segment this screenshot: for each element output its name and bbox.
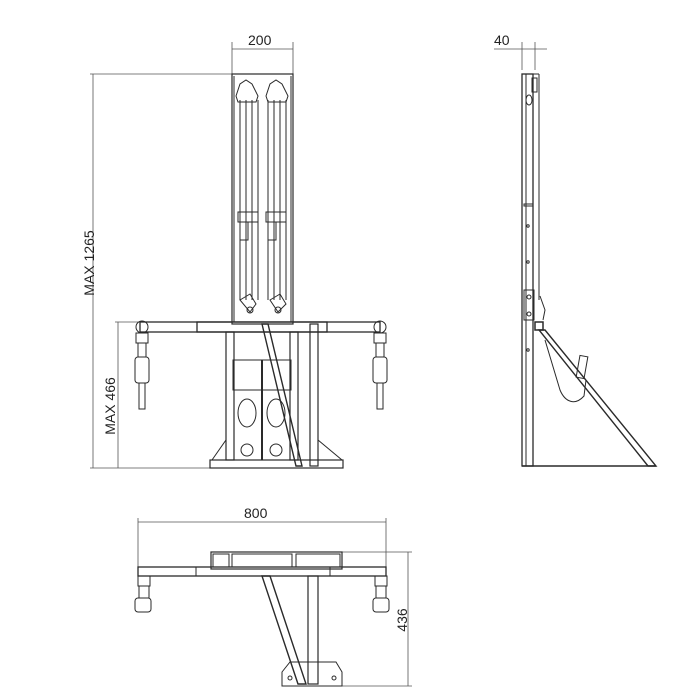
left-rail	[235, 79, 259, 300]
dim-40	[494, 42, 547, 70]
dim-label-436: 436	[394, 608, 410, 632]
dim-label-max-466: MAX 466	[102, 377, 118, 435]
dim-800	[137, 518, 387, 568]
front-view	[90, 42, 388, 469]
dim-label-200: 200	[248, 32, 272, 48]
right-foot	[372, 320, 388, 410]
dim-label-max-1265: MAX 1265	[81, 230, 97, 296]
right-rail	[265, 79, 289, 300]
dim-label-800: 800	[244, 505, 268, 521]
dim-436	[330, 551, 412, 687]
left-foot	[134, 320, 150, 410]
dim-max-466	[115, 321, 140, 468]
dim-200	[231, 42, 294, 74]
side-view	[494, 42, 658, 467]
dim-label-40: 40	[494, 32, 510, 48]
dim-max-1265	[90, 73, 232, 469]
top-view	[134, 518, 412, 687]
